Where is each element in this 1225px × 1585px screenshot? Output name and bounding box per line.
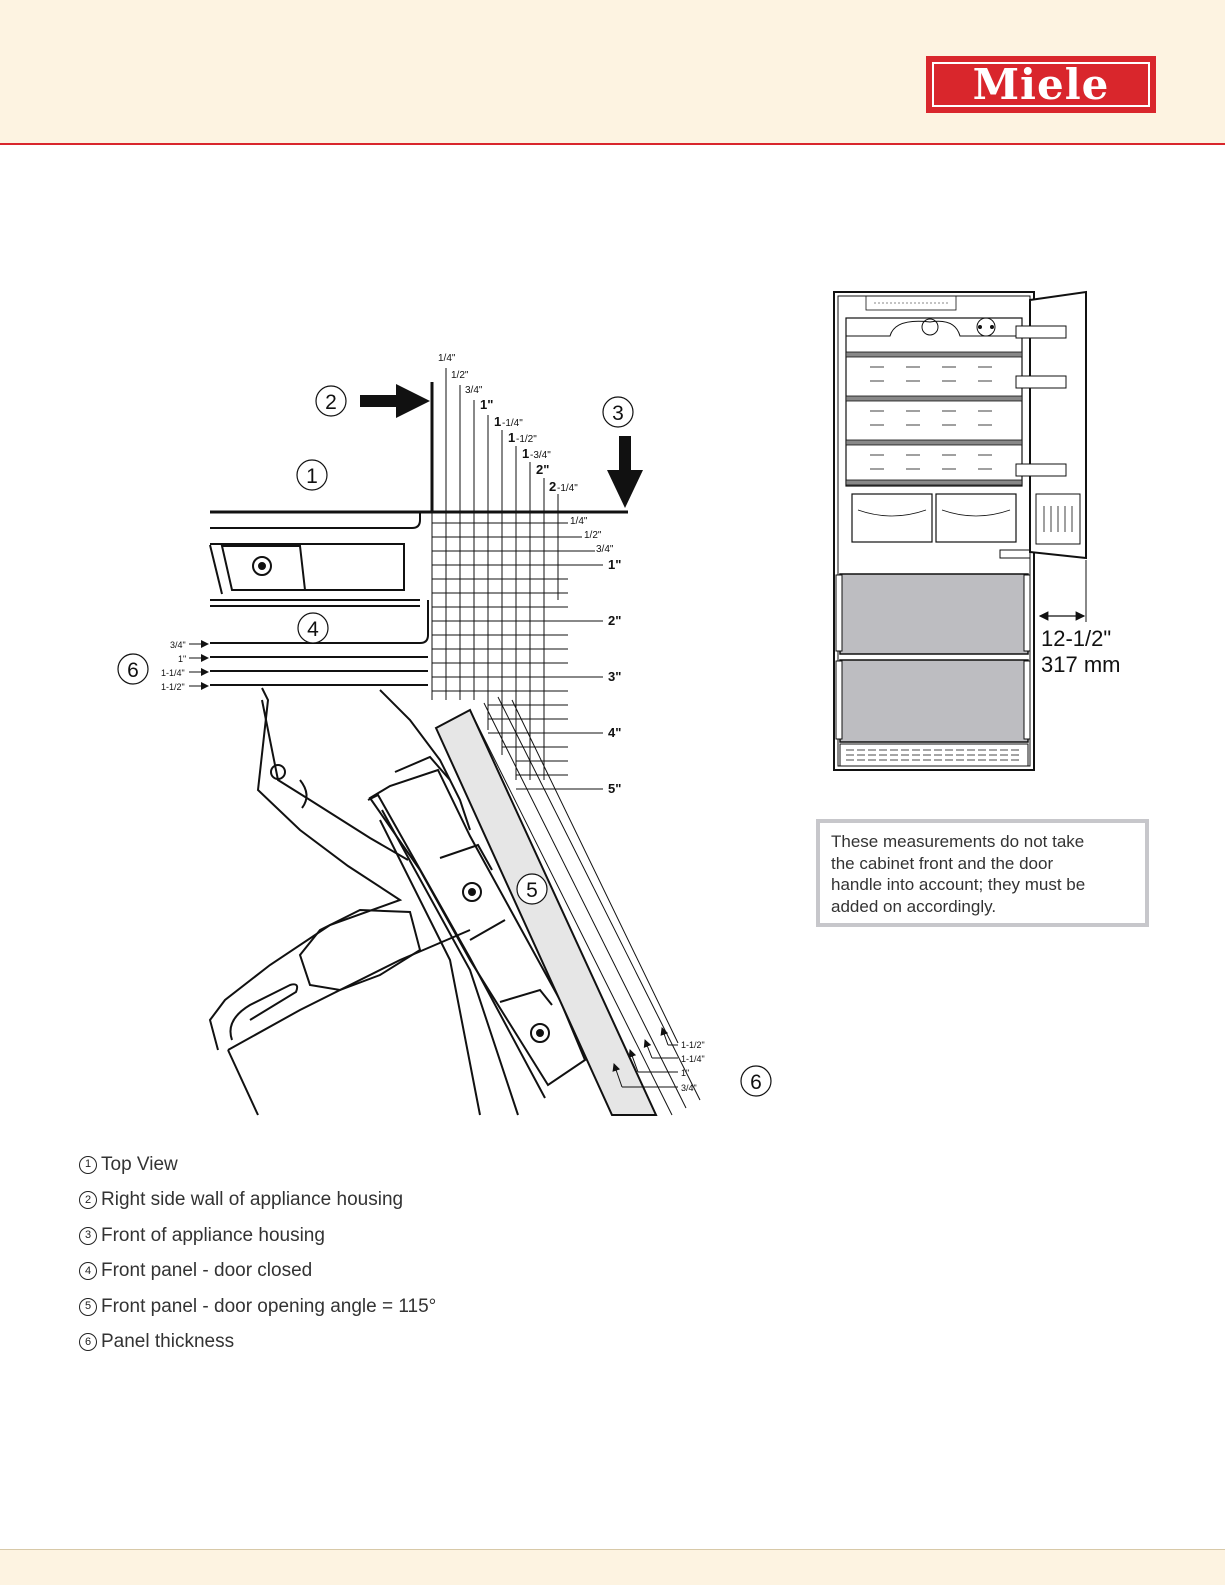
top-scale-labels: 1/4" 1/2" 3/4" 1" 1 -1/4" 1 -1/2" 1 -3/4… xyxy=(438,353,578,494)
legend-number: 3 xyxy=(79,1226,97,1245)
svg-text:5: 5 xyxy=(526,879,538,902)
logo-text: Miele xyxy=(972,59,1110,109)
top-scale-one-quarter-frac: -1/4" xyxy=(502,418,523,429)
pt-bottom-0: 1-1/2" xyxy=(681,1040,705,1050)
page-footer xyxy=(0,1549,1225,1585)
side-scale-one: 1" xyxy=(608,557,621,572)
top-scale-one-half-frac: -1/2" xyxy=(516,434,537,445)
side-scale-three: 3" xyxy=(608,669,621,684)
svg-text:2: 2 xyxy=(325,391,337,414)
side-scale-two: 2" xyxy=(608,613,621,628)
top-scale-one-half-whole: 1 xyxy=(508,430,515,445)
callout-1: 1 xyxy=(296,459,328,491)
panel-thickness-bottom: 1-1/2" 1-1/4" 1" 3/4" xyxy=(612,1027,705,1093)
pt-left-0: 3/4" xyxy=(170,640,186,650)
side-wall-arrow xyxy=(360,384,430,418)
side-scale-three-quarter: 3/4" xyxy=(596,544,614,555)
miele-logo: Miele xyxy=(926,56,1156,113)
legend-item-panel-thickness: 6 Panel thickness xyxy=(79,1325,436,1361)
top-scale-one-three-quarter-frac: -3/4" xyxy=(530,450,551,461)
svg-text:4: 4 xyxy=(307,618,319,641)
side-scale-four: 4" xyxy=(608,725,621,740)
measurement-note-text: These measurements do not take the cabin… xyxy=(831,832,1086,916)
fridge-illustration xyxy=(833,290,1087,771)
top-scale-three-quarter: 3/4" xyxy=(465,385,483,396)
callout-3: 3 xyxy=(602,396,634,428)
fridge-dimension-inches: 12-1/2" xyxy=(1041,626,1111,651)
fridge-dimension-mm: 317 mm xyxy=(1041,652,1120,677)
legend-item-side-wall: 2 Right side wall of appliance housing xyxy=(79,1183,436,1219)
diagram-legend: 1 Top View 2 Right side wall of applianc… xyxy=(79,1147,436,1360)
panel-thickness-left: 3/4" 1" 1-1/4" 1-1/2" xyxy=(161,640,209,692)
callout-6-bottom: 6 xyxy=(740,1065,772,1097)
legend-number: 6 xyxy=(79,1333,97,1352)
top-scale-one-quarter-whole: 1 xyxy=(494,414,501,429)
logo-border: Miele xyxy=(932,62,1150,107)
top-scale-quarter: 1/4" xyxy=(438,353,456,364)
top-scale-two-quarter-frac: -1/4" xyxy=(557,483,578,494)
svg-text:1: 1 xyxy=(306,465,318,488)
legend-label: Top View xyxy=(101,1153,178,1175)
pt-left-1: 1" xyxy=(178,654,186,664)
pt-bottom-3: 3/4" xyxy=(681,1083,697,1093)
pt-bottom-1: 1-1/4" xyxy=(681,1054,705,1064)
legend-label: Front panel - door closed xyxy=(101,1260,313,1282)
legend-number: 5 xyxy=(79,1297,97,1316)
page-header: Miele xyxy=(0,0,1225,145)
legend-number: 1 xyxy=(79,1155,97,1174)
pt-bottom-2: 1" xyxy=(681,1068,689,1078)
top-scale-two: 2" xyxy=(536,462,549,477)
housing-front-arrow xyxy=(607,436,643,508)
legend-label: Front panel - door opening angle = 115° xyxy=(101,1295,437,1317)
side-scale-half: 1/2" xyxy=(584,530,602,541)
callout-2: 2 xyxy=(315,385,347,417)
angled-front-panel xyxy=(434,696,701,1116)
svg-text:3: 3 xyxy=(612,402,624,425)
pt-left-2: 1-1/4" xyxy=(161,668,185,678)
side-scale-quarter: 1/4" xyxy=(570,516,588,527)
measurement-grid xyxy=(431,368,603,790)
legend-label: Right side wall of appliance housing xyxy=(101,1189,404,1211)
legend-item-housing-front: 3 Front of appliance housing xyxy=(79,1218,436,1254)
legend-item-panel-closed: 4 Front panel - door closed xyxy=(79,1254,436,1290)
hinge-mechanism xyxy=(208,687,471,1116)
legend-label: Panel thickness xyxy=(101,1331,235,1353)
top-scale-two-quarter-whole: 2 xyxy=(549,479,556,494)
pt-left-3: 1-1/2" xyxy=(161,682,185,692)
callout-6-left: 6 xyxy=(117,653,149,685)
callout-5: 5 xyxy=(516,873,548,905)
side-scale-labels: 1/4" 1/2" 3/4" 1" 2" 3" 4" 5" xyxy=(570,516,621,796)
svg-text:6: 6 xyxy=(127,659,139,682)
closed-front-panel xyxy=(209,512,429,686)
legend-item-top-view: 1 Top View xyxy=(79,1147,436,1183)
legend-number: 2 xyxy=(79,1191,97,1210)
svg-text:6: 6 xyxy=(750,1071,762,1094)
top-scale-one-three-quarter-whole: 1 xyxy=(522,446,529,461)
side-scale-five: 5" xyxy=(608,781,621,796)
top-scale-one: 1" xyxy=(480,397,493,412)
callout-4: 4 xyxy=(297,612,329,644)
measurement-note: These measurements do not take the cabin… xyxy=(816,819,1149,927)
legend-item-panel-open: 5 Front panel - door opening angle = 115… xyxy=(79,1289,436,1325)
top-scale-half: 1/2" xyxy=(451,370,469,381)
legend-number: 4 xyxy=(79,1262,97,1281)
legend-label: Front of appliance housing xyxy=(101,1224,325,1246)
